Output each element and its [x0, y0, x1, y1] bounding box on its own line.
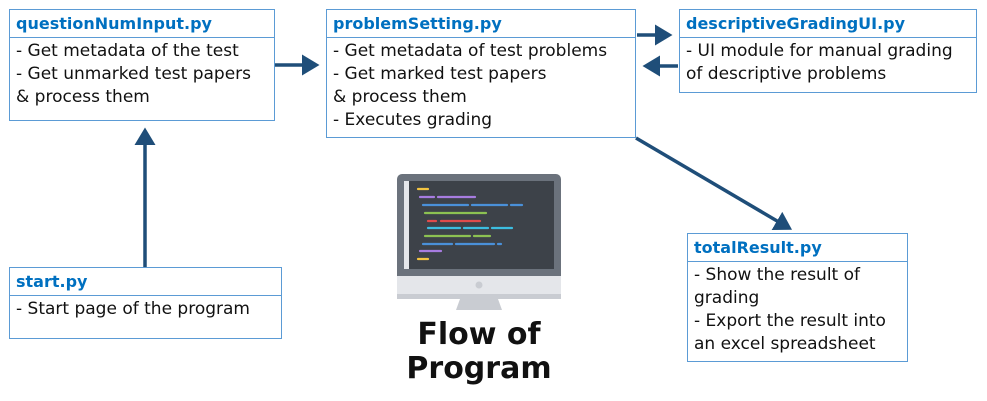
diagram-title-line: Flow of: [417, 317, 541, 352]
module-line: - Executes grading: [333, 110, 493, 130]
module-title: totalResult.py: [688, 234, 907, 262]
diagram-title: Flow of Program: [379, 318, 579, 386]
module-title: problemSetting.py: [327, 10, 635, 38]
module-line: & process them: [333, 87, 467, 107]
module-question-num-input: questionNumInput.py - Get metadata of th…: [9, 9, 275, 121]
module-total-result: totalResult.py - Show the result of grad…: [687, 233, 908, 362]
module-line: - Export the result into: [694, 311, 886, 331]
module-line: - Get unmarked test papers: [16, 64, 252, 84]
module-line: an excel spreadsheet: [694, 334, 876, 354]
module-line: - Show the result of: [694, 265, 860, 285]
module-title: descriptiveGradingUI.py: [680, 10, 976, 38]
module-title: questionNumInput.py: [10, 10, 274, 38]
monitor-icon: [397, 174, 561, 310]
module-problem-setting: problemSetting.py - Get metadata of test…: [326, 9, 636, 138]
module-descriptive-grading-ui: descriptiveGradingUI.py - UI module for …: [679, 9, 977, 93]
module-start: start.py - Start page of the program: [9, 267, 282, 339]
module-line: - Get marked test papers: [333, 64, 547, 84]
module-line: grading: [694, 288, 760, 308]
module-line: - Get metadata of test problems: [333, 41, 608, 61]
module-line: - Start page of the program: [16, 299, 250, 319]
module-line: & process them: [16, 87, 150, 107]
module-line: - Get metadata of the test: [16, 41, 239, 61]
module-line: of descriptive problems: [686, 64, 887, 84]
module-title: start.py: [10, 268, 281, 296]
module-line: - UI module for manual grading: [686, 41, 953, 61]
diagram-title-line: Program: [406, 351, 552, 386]
arrow-problem-to-total: [635, 136, 793, 230]
